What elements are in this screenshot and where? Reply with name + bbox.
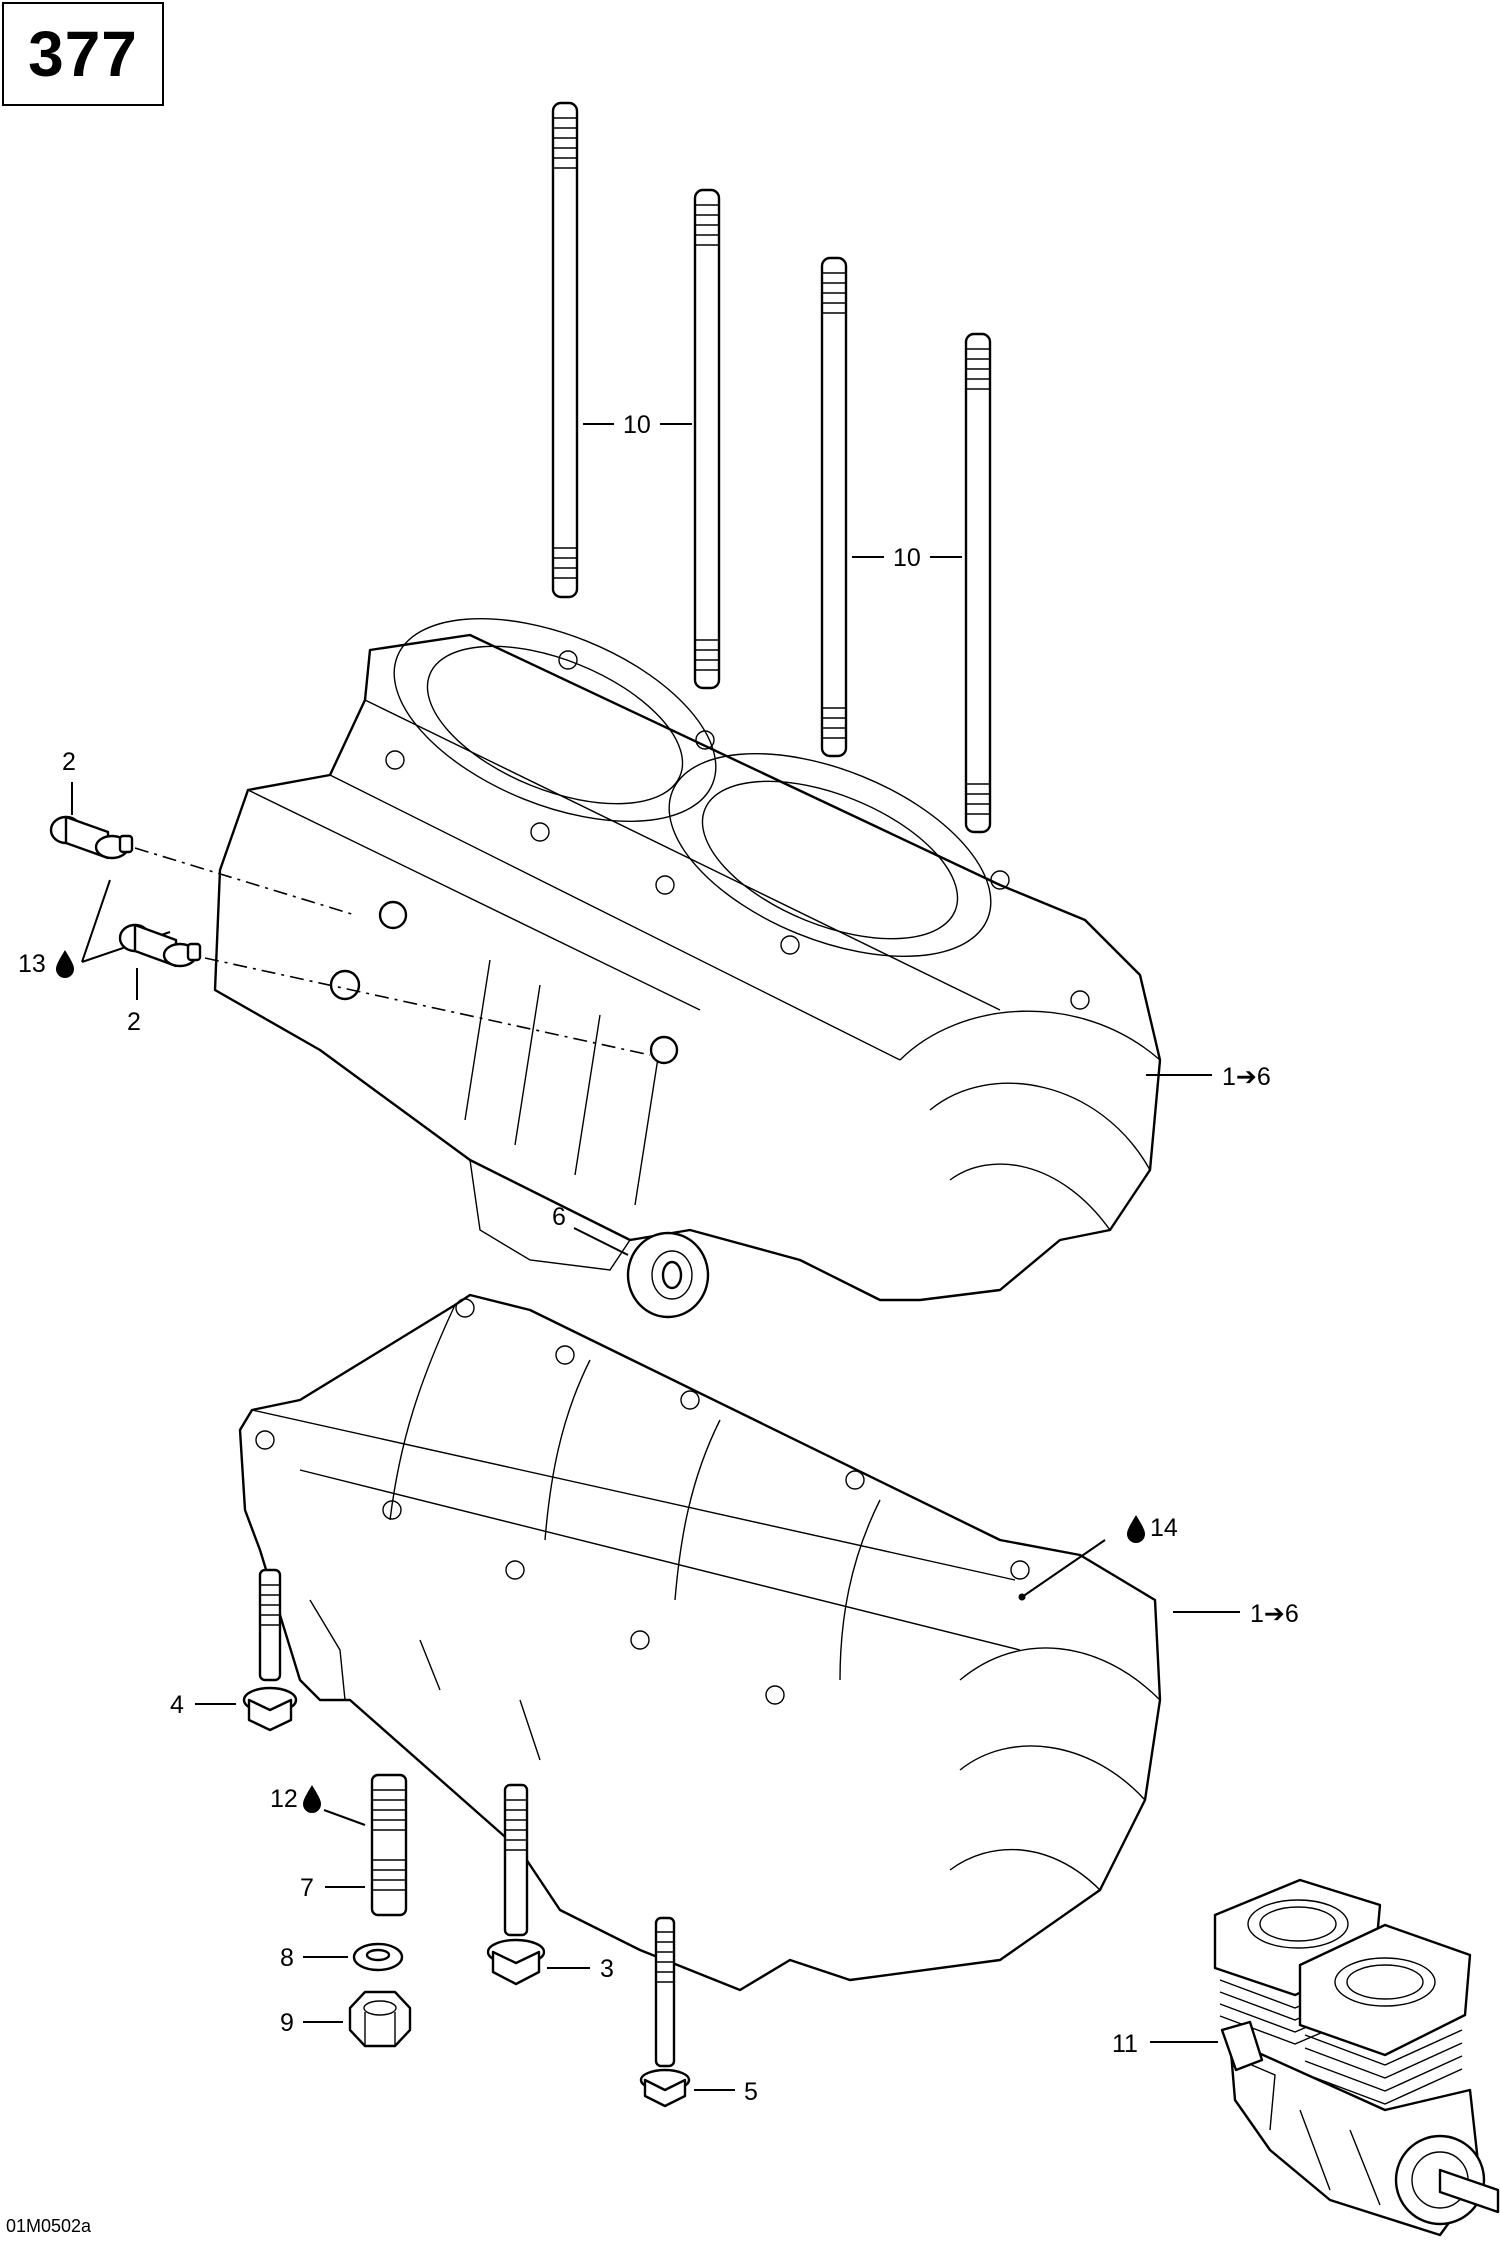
lower-crankcase: 14 1➔6 — [238, 1293, 1299, 1992]
long-studs: 10 10 — [551, 101, 992, 834]
stud-4 — [964, 332, 992, 834]
screw-5: 5 — [639, 1916, 758, 2108]
screw-4: 4 — [170, 1568, 298, 1732]
drawing-code: 01M0502a — [6, 2216, 92, 2236]
sealant-drop-icon-lower — [1127, 1515, 1145, 1543]
label-stud-upper-right: 10 — [893, 544, 921, 572]
screw-3: 3 — [486, 1783, 614, 1986]
grommet: 6 — [552, 1203, 710, 1319]
lock-washer: 8 — [280, 1942, 404, 1972]
label-lock-washer: 8 — [280, 1944, 294, 1972]
label-fitting-bottom: 2 — [127, 1008, 141, 1036]
label-stud-upper-left: 10 — [623, 411, 651, 439]
fitting-top — [49, 815, 134, 860]
page-number-box: 377 — [2, 2, 164, 106]
label-upper-crankcase: 1➔6 — [1222, 1063, 1271, 1091]
sealant-drop-icon — [56, 950, 74, 978]
label-screw-middle: 3 — [600, 1955, 614, 1983]
label-nut: 9 — [280, 2009, 294, 2037]
engine-assembly: 11 — [1112, 1878, 1500, 2237]
stud-2 — [693, 188, 721, 690]
label-sealant-lower: 14 — [1150, 1514, 1178, 1542]
label-engine-assembly: 11 — [1112, 2030, 1138, 2058]
label-screw-left: 4 — [170, 1691, 184, 1719]
label-grommet: 6 — [552, 1203, 566, 1231]
label-stud-short: 7 — [300, 1874, 314, 1902]
nut: 9 — [280, 1990, 412, 2048]
label-fitting-top: 2 — [62, 748, 76, 776]
fittings: 2 13 2 — [18, 748, 651, 1056]
label-sealant-stud: 12 — [270, 1785, 298, 1813]
fitting-bottom — [118, 923, 202, 968]
upper-crankcase: 1➔6 — [213, 617, 1271, 1302]
sealant-drop-icon-stud — [303, 1785, 321, 1813]
stud-3 — [820, 256, 848, 758]
page-number: 377 — [28, 18, 138, 90]
label-lower-crankcase: 1➔6 — [1250, 1600, 1299, 1628]
label-sealant-fittings: 13 — [18, 950, 46, 978]
stud-1 — [551, 101, 579, 599]
label-screw-right: 5 — [744, 2078, 758, 2106]
stud-7: 12 7 — [270, 1773, 408, 1917]
